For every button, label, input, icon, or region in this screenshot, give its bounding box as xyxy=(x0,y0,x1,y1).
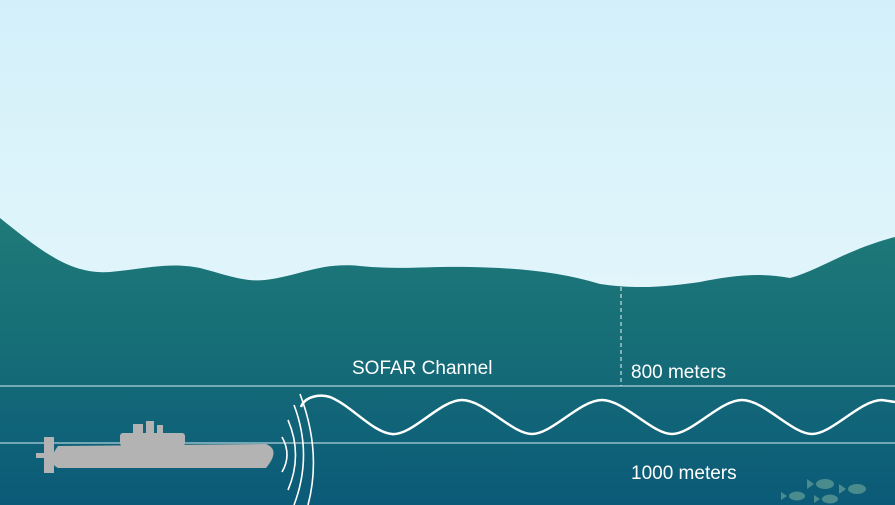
sofar-channel-label: SOFAR Channel xyxy=(352,358,493,379)
fish-icon xyxy=(781,479,866,504)
depth-1000-label: 1000 meters xyxy=(631,463,737,484)
depth-800-label: 800 meters xyxy=(631,362,727,383)
submarine-icon xyxy=(36,421,274,473)
sound-waves-icon xyxy=(281,393,315,505)
sound-wave-path xyxy=(299,394,895,436)
